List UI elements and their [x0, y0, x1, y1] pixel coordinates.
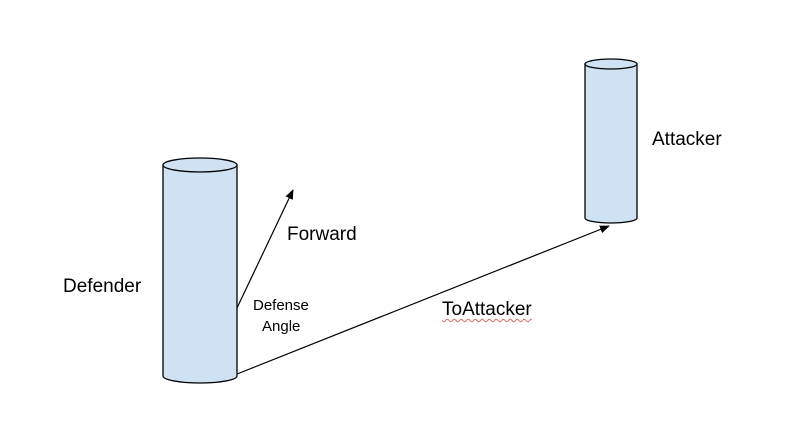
defense-angle-label-line1: Defense	[253, 297, 309, 314]
defender-cylinder	[162, 157, 238, 384]
defense-angle-label-line2: Angle	[262, 318, 301, 335]
attacker-cylinder	[584, 58, 638, 224]
defender-label: Defender	[63, 276, 142, 297]
attacker-label: Attacker	[652, 129, 722, 150]
forward-label: Forward	[287, 224, 357, 245]
forward-arrow	[236, 189, 294, 309]
to-attacker-label: ToAttacker	[442, 299, 532, 320]
to-attacker-arrow	[236, 225, 610, 375]
